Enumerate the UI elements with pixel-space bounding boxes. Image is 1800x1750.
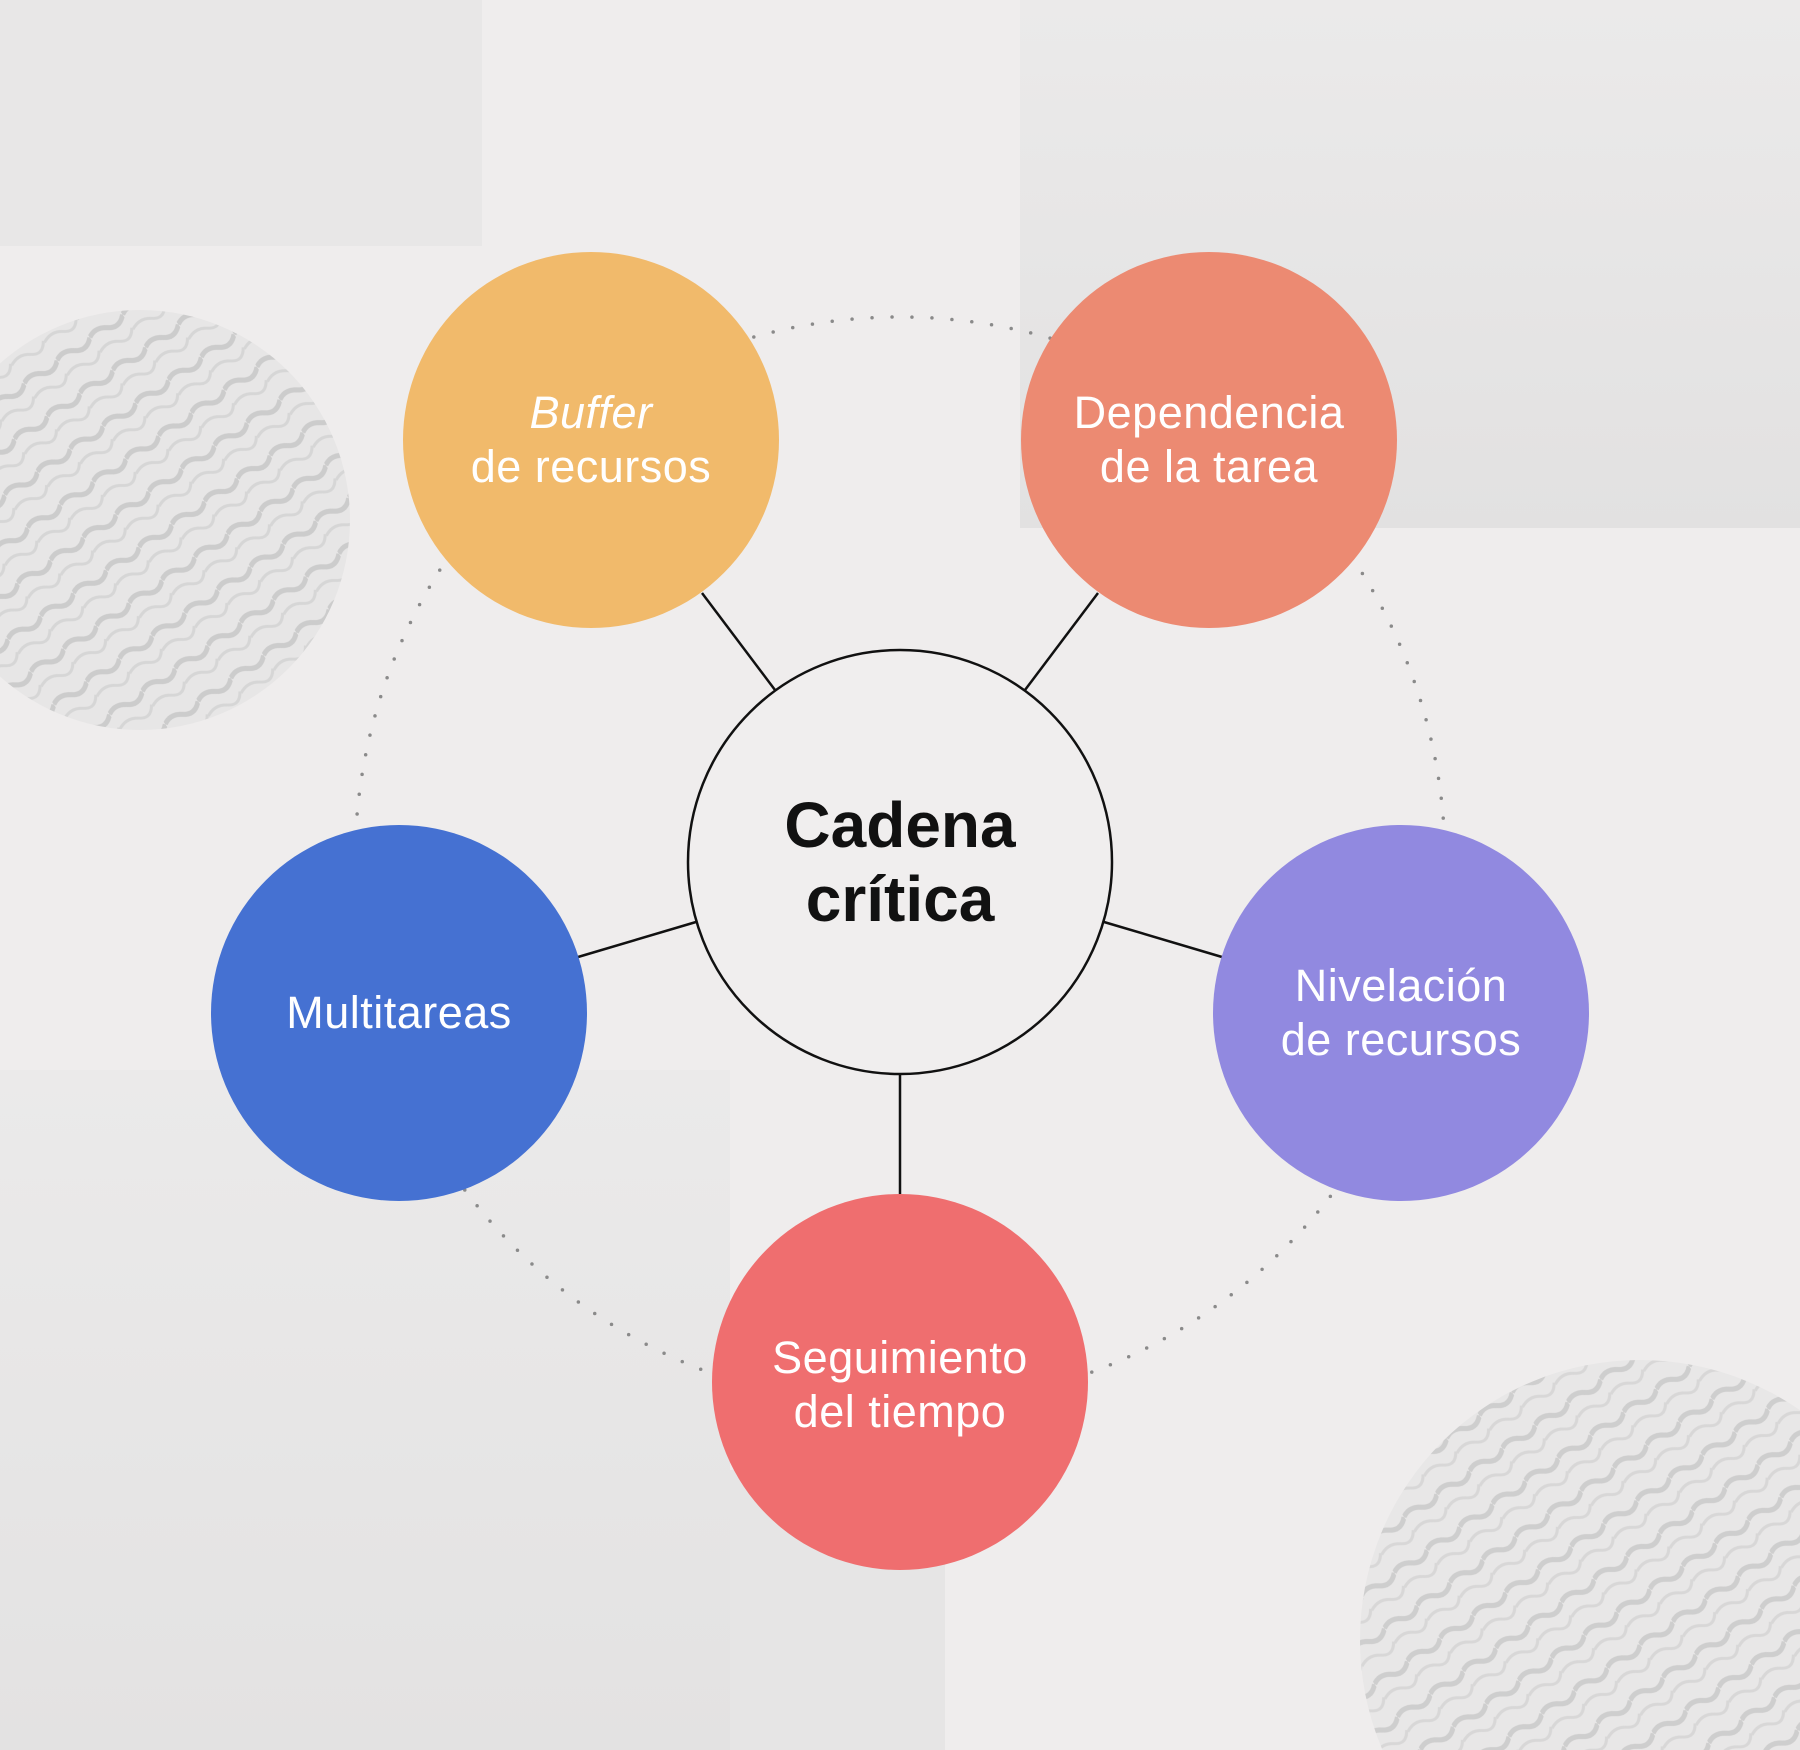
node-circle-multitareas: [211, 825, 587, 1201]
node-buffer-line1: Buffer: [529, 387, 653, 438]
marble-circle-bottom-right-decoration: [1360, 1360, 1800, 1750]
center-node-label: Cadena crítica: [784, 788, 1015, 936]
node-circle-nivelacion: [1213, 825, 1589, 1201]
connector-dependencia: [1024, 592, 1099, 691]
node-seguimiento: Seguimiento del tiempo: [772, 1331, 1028, 1439]
center-label-line2: crítica: [805, 863, 995, 935]
node-nivelacion-line2: de recursos: [1280, 1014, 1522, 1065]
node-circle-buffer: [403, 252, 779, 628]
node-circle-dependencia: [1021, 252, 1397, 628]
marble-circle-left-decoration: [0, 310, 350, 730]
node-nivelacion: Nivelación de recursos: [1281, 959, 1522, 1067]
connector-nivelacion: [1103, 920, 1223, 959]
node-dependencia-line2: de la tarea: [1099, 441, 1319, 492]
connector-buffer: [701, 592, 776, 691]
connector-multitareas: [577, 920, 697, 959]
node-buffer: Buffer de recursos: [471, 386, 712, 494]
node-nivelacion-line1: Nivelación: [1294, 960, 1508, 1011]
center-node-circle: [686, 648, 1114, 1076]
connector-lines: [577, 592, 1223, 1194]
node-dependencia-line1: Dependencia: [1073, 387, 1345, 438]
center-label-line1: Cadena: [784, 789, 1016, 861]
node-buffer-line2: de recursos: [470, 441, 712, 492]
node-seguimiento-line1: Seguimiento: [772, 1332, 1028, 1383]
node-circle-seguimiento: [712, 1194, 1088, 1570]
node-multitareas: Multitareas: [286, 986, 512, 1040]
node-dependencia: Dependencia de la tarea: [1074, 386, 1345, 494]
node-multitareas-line1: Multitareas: [286, 987, 512, 1038]
node-seguimiento-line2: del tiempo: [793, 1386, 1007, 1437]
